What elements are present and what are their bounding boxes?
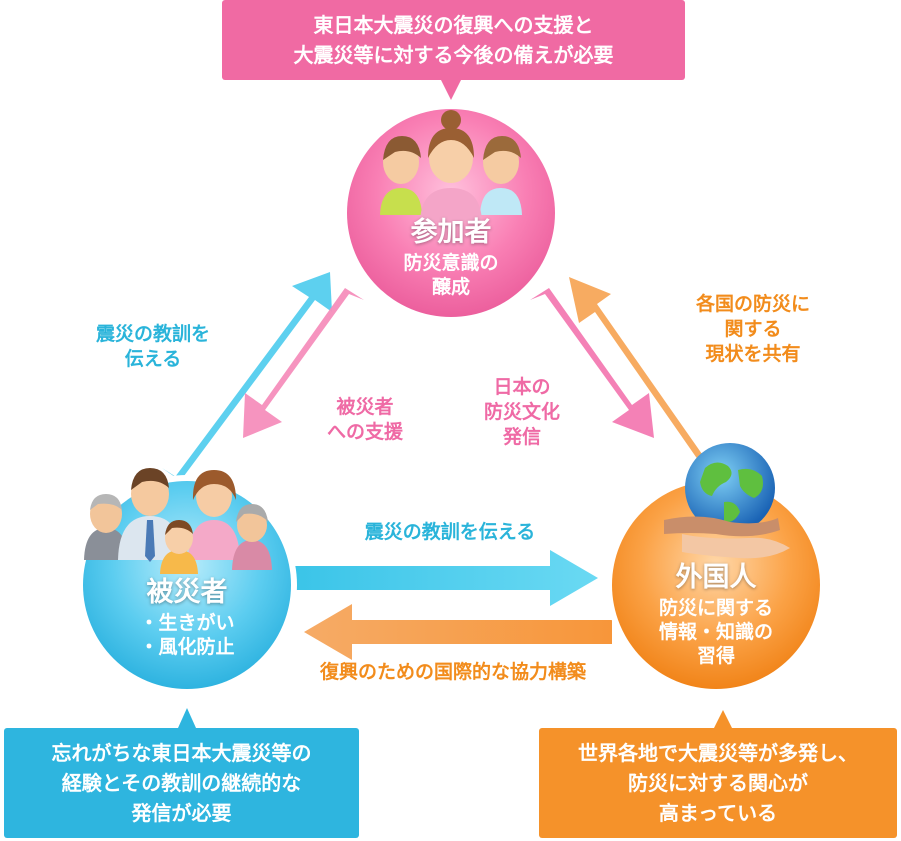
participants-title: 参加者 xyxy=(410,217,492,248)
left-callout: 忘れがちな東日本大震災等の 経験とその教訓の継続的な 発信が必要 xyxy=(4,728,359,838)
label-foreigners-to-participants-line2: 関する xyxy=(724,318,782,340)
label-participants-to-foreigners: 日本の 防災文化 発信 xyxy=(462,375,582,450)
label-victims-to-foreigners-line1: 震災の教訓を伝える xyxy=(364,521,536,543)
victims-sub1: ・生きがい xyxy=(139,612,235,634)
label-victims-to-participants-line1: 震災の教訓を xyxy=(95,323,210,345)
label-victims-to-participants-line2: 伝える xyxy=(124,348,182,370)
victims-title: 被災者 xyxy=(146,577,228,608)
label-foreigners-to-victims: 復興のための国際的な協力構築 xyxy=(268,660,638,685)
arrow-participants-to-foreigners xyxy=(530,288,654,438)
foreigners-sub3: 習得 xyxy=(696,645,735,667)
arrow-foreigners-to-participants xyxy=(569,277,730,480)
arrow-victims-to-participants xyxy=(162,272,332,480)
foreigners-sub1: 防災に関する xyxy=(658,597,773,619)
label-participants-to-victims-line2: への支援 xyxy=(326,421,403,443)
right-callout-line3: 高まっている xyxy=(658,801,778,825)
participants-text: 参加者 防災意識の 醸成 xyxy=(361,215,541,299)
label-participants-to-victims: 被災者 への支援 xyxy=(310,395,420,445)
foreigners-text: 外国人 防災に関する 情報・知識の 習得 xyxy=(626,560,806,668)
label-participants-to-victims-line1: 被災者 xyxy=(336,396,394,418)
participants-sub2: 醸成 xyxy=(431,276,470,298)
arrow-participants-to-victims xyxy=(243,288,364,438)
label-participants-to-foreigners-line3: 発信 xyxy=(502,426,541,448)
left-callout-line1: 忘れがちな東日本大震災等の xyxy=(51,741,312,765)
label-foreigners-to-participants-line1: 各国の防災に xyxy=(695,293,810,315)
top-callout-box xyxy=(222,0,685,80)
arrow-foreigners-to-victims xyxy=(304,604,612,660)
top-callout-line1: 東日本大震災の復興への支援と xyxy=(313,13,594,37)
left-callout-line3: 発信が必要 xyxy=(131,801,232,825)
top-callout-pointer xyxy=(441,80,461,100)
right-callout-line2: 防災に対する関心が xyxy=(628,771,808,795)
victims-text: 被災者 ・生きがい ・風化防止 xyxy=(97,575,277,659)
right-callout-box xyxy=(539,728,897,838)
right-callout: 世界各地で大震災等が多発し、 防災に対する関心が 高まっている xyxy=(539,728,897,838)
label-victims-to-foreigners: 震災の教訓を伝える xyxy=(320,520,580,545)
participants-people-icon xyxy=(380,110,522,222)
foreigners-title: 外国人 xyxy=(675,562,757,593)
left-callout-box xyxy=(4,728,359,838)
label-participants-to-foreigners-line2: 防災文化 xyxy=(483,401,560,423)
right-callout-pointer xyxy=(714,710,732,728)
top-callout: 東日本大震災の復興への支援と 大震災等に対する今後の備えが必要 xyxy=(222,0,685,80)
arrow-victims-to-foreigners xyxy=(290,550,598,606)
left-callout-pointer xyxy=(178,708,196,728)
foreigners-sub2: 情報・知識の xyxy=(658,621,773,643)
label-foreigners-to-participants: 各国の防災に 関する 現状を共有 xyxy=(668,292,838,367)
top-callout-line2: 大震災等に対する今後の備えが必要 xyxy=(293,43,614,67)
participants-sub1: 防災意識の xyxy=(403,252,499,274)
label-victims-to-participants: 震災の教訓を 伝える xyxy=(78,322,228,372)
label-foreigners-to-victims-line1: 復興のための国際的な協力構築 xyxy=(319,661,586,683)
victims-sub2: ・風化防止 xyxy=(139,636,235,658)
victims-people-icon xyxy=(84,468,272,574)
label-foreigners-to-participants-line3: 現状を共有 xyxy=(705,343,801,365)
right-callout-line1: 世界各地で大震災等が多発し、 xyxy=(578,741,858,765)
label-participants-to-foreigners-line1: 日本の xyxy=(493,376,551,398)
globe-hands-icon xyxy=(664,443,790,559)
left-callout-line2: 経験とその教訓の継続的な xyxy=(61,771,302,795)
